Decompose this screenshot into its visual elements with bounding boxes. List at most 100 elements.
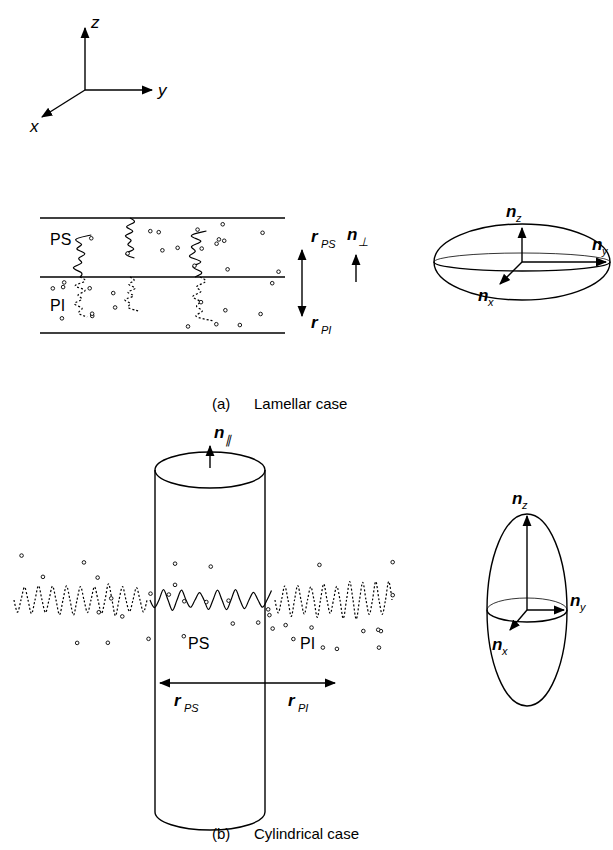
solvent-dot bbox=[120, 615, 124, 619]
solvent-dot bbox=[88, 286, 92, 290]
subscript: PS bbox=[321, 239, 336, 250]
symbol-label: r bbox=[288, 692, 295, 709]
solvent-dot bbox=[261, 231, 265, 235]
subscript: x bbox=[502, 646, 508, 657]
symbol-label: r bbox=[174, 692, 181, 709]
solvent-dot bbox=[196, 228, 200, 232]
ny-arrow bbox=[527, 609, 564, 610]
subscript: y bbox=[602, 246, 608, 257]
solvent-dot bbox=[209, 565, 213, 569]
caption-text: (a) bbox=[212, 396, 230, 411]
subscript: y bbox=[580, 602, 586, 613]
caption-text: (b) bbox=[212, 826, 230, 841]
solvent-dot bbox=[277, 270, 281, 274]
solvent-dot bbox=[186, 325, 190, 329]
solvent-dot bbox=[391, 560, 395, 564]
z-axis bbox=[84, 28, 85, 90]
subscript: ⊥ bbox=[358, 236, 368, 248]
solvent-dot bbox=[89, 236, 93, 240]
nx-arrow bbox=[510, 610, 527, 630]
nz-arrow bbox=[521, 228, 522, 262]
solvent-dot bbox=[157, 230, 161, 234]
solvent-dot bbox=[256, 621, 260, 625]
solvent-dot bbox=[75, 641, 79, 645]
pi-chain bbox=[74, 277, 87, 317]
cylinder-bottom bbox=[155, 812, 265, 830]
ps-chain bbox=[73, 235, 91, 277]
oblate-ellipsoid bbox=[434, 224, 610, 300]
solvent-dot bbox=[113, 306, 117, 310]
solvent-dot bbox=[221, 222, 225, 226]
symbol-label: x bbox=[30, 118, 39, 135]
ny-arrow bbox=[522, 261, 606, 262]
ps-chain bbox=[190, 231, 207, 277]
subscript: PI bbox=[321, 325, 331, 336]
subscript: z bbox=[522, 500, 528, 511]
solvent-dot bbox=[268, 613, 272, 617]
lamella-interface bbox=[40, 276, 285, 277]
symbol-label: n bbox=[512, 490, 522, 507]
solvent-dot bbox=[259, 312, 263, 316]
symbol-label: r bbox=[311, 228, 318, 245]
solvent-dot bbox=[215, 242, 219, 246]
symbol-label: n bbox=[347, 226, 357, 243]
prolate-ellipsoid bbox=[487, 514, 567, 706]
ps-chain bbox=[125, 218, 134, 258]
solvent-dot bbox=[173, 583, 177, 587]
ellipsoid-equator bbox=[434, 262, 610, 271]
solvent-dot bbox=[292, 637, 296, 641]
ellipsoid-equator bbox=[487, 610, 567, 622]
solvent-dot bbox=[62, 281, 66, 285]
symbol-label: n bbox=[592, 236, 602, 253]
solvent-dot bbox=[147, 637, 151, 641]
solvent-dot bbox=[217, 238, 221, 242]
caption-text: Cylindrical case bbox=[254, 826, 359, 841]
caption-text: PI bbox=[300, 636, 315, 652]
solvent-dot bbox=[51, 287, 55, 291]
solvent-dot bbox=[205, 600, 209, 604]
caption-text: PI bbox=[50, 298, 65, 314]
pi-chain bbox=[125, 277, 139, 311]
cylinder-side bbox=[264, 470, 265, 812]
solvent-dot bbox=[149, 229, 153, 233]
solvent-dot bbox=[238, 323, 242, 327]
normal-arrow bbox=[355, 255, 356, 282]
subscript: PI bbox=[298, 703, 308, 714]
symbol-label: n bbox=[570, 592, 580, 609]
solvent-dot bbox=[82, 561, 86, 565]
solvent-dot bbox=[321, 646, 325, 650]
pi-chain bbox=[193, 277, 215, 321]
subscript: ∥ bbox=[225, 434, 231, 446]
solvent-dot bbox=[109, 597, 113, 601]
radius-arrow bbox=[160, 682, 335, 683]
solvent-dot bbox=[199, 300, 203, 304]
solvent-dot bbox=[226, 268, 230, 272]
symbol-label: y bbox=[158, 82, 167, 99]
solvent-dot bbox=[284, 623, 288, 627]
solvent-dot bbox=[222, 239, 226, 243]
solvent-dot bbox=[167, 593, 171, 597]
solvent-dot bbox=[90, 312, 94, 316]
symbol-label: n bbox=[492, 636, 502, 653]
solvent-dot bbox=[391, 593, 395, 597]
solvent-dot bbox=[193, 264, 197, 268]
solvent-dot bbox=[182, 599, 186, 603]
nx-arrow bbox=[500, 262, 522, 284]
solvent-dot bbox=[149, 592, 153, 596]
solvent-dot bbox=[377, 646, 381, 650]
solvent-dot bbox=[41, 575, 45, 579]
solvent-dot bbox=[318, 563, 322, 567]
solvent-dot bbox=[231, 622, 235, 626]
pi-chain bbox=[275, 582, 392, 620]
solvent-dot bbox=[335, 647, 339, 651]
solvent-dot bbox=[96, 576, 100, 580]
ps-chain bbox=[150, 590, 272, 611]
subscript: PS bbox=[184, 703, 199, 714]
solvent-dot bbox=[182, 634, 186, 638]
solvent-dot bbox=[310, 626, 314, 630]
solvent-dot bbox=[61, 285, 65, 289]
cylinder-axis-arrow bbox=[209, 446, 210, 468]
solvent-dot bbox=[161, 249, 165, 253]
